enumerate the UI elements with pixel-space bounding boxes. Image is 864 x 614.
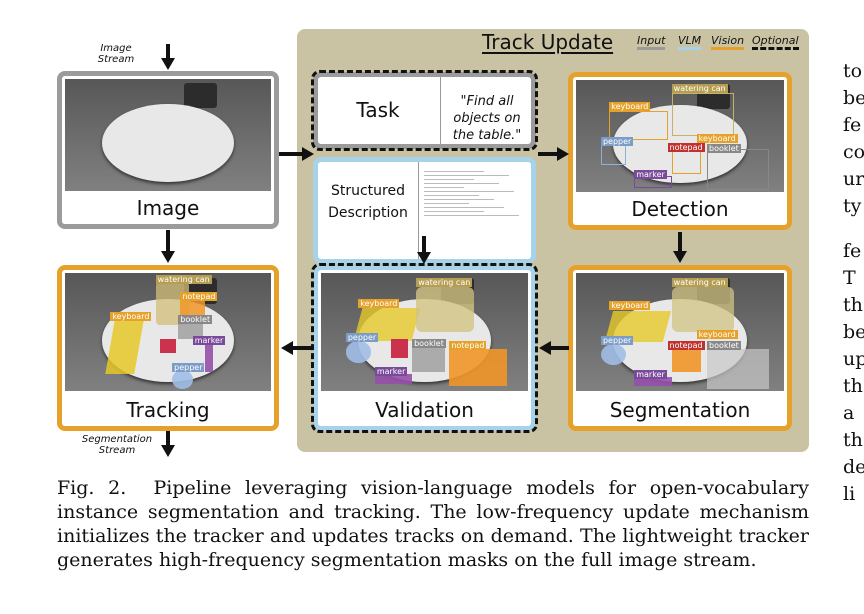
legend-vision: Vision — [711, 34, 745, 50]
segmentation-box: keyboard watering can keyboard pepper no… — [568, 265, 792, 431]
task-label: Task — [356, 98, 400, 122]
seg-mask-watering-can — [671, 287, 735, 332]
arrow-image-to-tracking-head — [161, 251, 175, 263]
det-box-keyboard — [609, 111, 668, 141]
arrow-validation-to-tracking — [292, 346, 312, 350]
structured-description-label: Structured Description — [328, 183, 408, 221]
det-box-watering-can — [671, 93, 735, 136]
panel-title: Track Update — [482, 30, 614, 54]
val-mask-red — [391, 339, 408, 358]
arrow-image-to-panel — [279, 152, 309, 156]
track-mask-marker — [205, 343, 214, 373]
tracking-scene: keyboard watering can notepad booklet ma… — [65, 273, 271, 391]
val-mask-marker — [374, 374, 413, 384]
arrow-detection-to-segmentation — [678, 232, 682, 252]
structured-description-divider — [418, 162, 419, 259]
validation-caption: Validation — [318, 394, 531, 426]
legend-optional-swatch — [752, 47, 799, 50]
image-stream-arrow — [166, 44, 170, 60]
segmentation-stream-label: Segmentation Stream — [81, 434, 153, 456]
image-stream-arrowhead — [161, 58, 175, 70]
detection-scene: watering can keyboard keyboard pepper no… — [576, 80, 784, 192]
figure-caption-prefix: Fig. 2. — [57, 477, 127, 499]
arrow-tracking-to-output — [166, 431, 170, 447]
arrow-segmentation-to-validation — [549, 346, 569, 350]
figure-caption: Fig. 2. Pipeline leveraging vision-langu… — [57, 476, 809, 572]
val-mask-notepad — [449, 348, 508, 387]
legend-input: Input — [637, 34, 666, 50]
val-mask-booklet — [412, 346, 446, 373]
image-stream-label: Image Stream — [97, 43, 135, 65]
arrow-task-to-detection-head — [557, 147, 569, 161]
val-mask-pepper — [345, 341, 371, 363]
arrow-description-to-validation-head — [417, 252, 431, 264]
legend-input-label: Input — [637, 34, 666, 47]
arrow-image-to-panel-head — [302, 147, 314, 161]
det-box-pepper — [600, 144, 626, 166]
figure-caption-text: Pipeline leveraging vision-language mode… — [57, 477, 809, 571]
validation-scene: keyboard watering can pepper booklet not… — [321, 273, 528, 391]
legend-optional-label: Optional — [752, 34, 799, 47]
legend-vlm: VLM — [678, 34, 702, 50]
segmentation-scene: keyboard watering can keyboard pepper no… — [576, 273, 784, 391]
tracking-caption: Tracking — [62, 394, 274, 426]
track-mask-red — [159, 339, 177, 354]
tracking-box: keyboard watering can notepad booklet ma… — [57, 265, 279, 431]
arrow-validation-to-tracking-head — [281, 341, 293, 355]
seg-mask-pepper — [600, 343, 626, 366]
task-box: Task "Find all objects on the table." — [313, 72, 536, 149]
seg-mask-marker — [634, 376, 672, 387]
detection-box: watering can keyboard keyboard pepper no… — [568, 72, 792, 230]
legend-vision-swatch — [711, 47, 745, 50]
image-scene — [65, 79, 271, 191]
legend-vlm-swatch — [678, 47, 702, 50]
det-box-notepad — [671, 149, 701, 175]
arrow-description-to-validation-line — [422, 236, 426, 253]
seg-mask-booklet — [707, 348, 770, 389]
det-box-booklet — [707, 149, 770, 190]
table-shape — [102, 103, 234, 183]
arrow-task-to-detection — [538, 152, 558, 156]
task-divider — [440, 77, 441, 144]
validation-box: keyboard watering can pepper booklet not… — [313, 265, 536, 431]
structured-description-text-lines — [424, 168, 524, 219]
det-tag-watering-can: watering can — [671, 84, 728, 94]
segmentation-caption: Segmentation — [573, 394, 787, 426]
arrow-detection-to-segmentation-head — [673, 251, 687, 263]
chair-shape — [184, 83, 218, 109]
arrow-image-to-tracking — [166, 230, 170, 252]
legend-vision-label: Vision — [711, 34, 745, 47]
legend-optional: Optional — [752, 34, 799, 50]
task-text: "Find all objects on the table." — [452, 94, 522, 143]
arrow-segmentation-to-validation-head — [539, 341, 551, 355]
image-box: Image — [57, 71, 279, 229]
side-column-text: to be fe co ur ty fe T th be up th a th … — [843, 60, 864, 505]
detection-caption: Detection — [573, 193, 787, 225]
track-mask-booklet — [178, 322, 204, 340]
track-mask-notepad — [180, 298, 206, 321]
legend-input-swatch — [637, 47, 666, 50]
val-mask-watering-can — [416, 287, 475, 332]
track-mask-pepper — [172, 369, 193, 389]
seg-mask-notepad — [671, 348, 701, 373]
arrow-tracking-to-output-head — [161, 445, 175, 457]
image-caption: Image — [62, 192, 274, 224]
legend-vlm-label: VLM — [678, 34, 702, 47]
